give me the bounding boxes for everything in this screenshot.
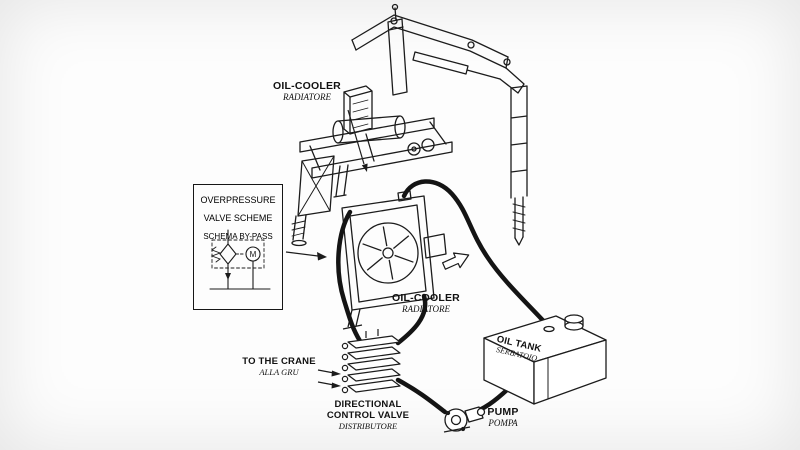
- hydraulic-hoses: [336, 179, 552, 418]
- hose-cooler-right-to-valve: [395, 293, 428, 346]
- pump-unit: [443, 406, 486, 433]
- motor-letter: M: [250, 250, 257, 259]
- overpressure-title-line2: VALVE SCHEME: [203, 213, 273, 223]
- oil-cooler-unit: [341, 190, 447, 330]
- overpressure-subtitle: SCHEMA BY-PASS: [203, 232, 273, 241]
- hose-cooler-to-tank: [401, 179, 552, 330]
- overpressure-title-line1: OVERPRESSURE: [200, 195, 276, 205]
- overpressure-valve-scheme-box: OVERPRESSURE VALVE SCHEME SCHEMA BY-PASS: [193, 184, 283, 310]
- hose-cooler-left-to-valve: [336, 209, 363, 344]
- fan-circle: [357, 222, 419, 284]
- spring-symbol: [210, 246, 222, 263]
- fan-blades: [362, 226, 414, 280]
- flow-direction-arrow: [441, 252, 470, 270]
- oil-tank-unit: [483, 314, 607, 405]
- hose-valve-to-pump: [395, 377, 448, 415]
- fan-hub: [382, 247, 394, 259]
- scheme-to-cooler-arrow: [285, 251, 327, 261]
- tank-inlet-port: [543, 325, 555, 333]
- bypass-dashed-boundary: [211, 239, 265, 269]
- to-crane-arrows: [317, 369, 341, 389]
- bypass-schematic: M: [209, 229, 271, 290]
- directional-control-valve: [341, 329, 401, 394]
- cooler-motor-block: [423, 233, 447, 259]
- flow-arrow-down: [225, 273, 231, 280]
- oil-cooler-top-arrow: [347, 109, 368, 172]
- crane-illustration: [291, 3, 528, 247]
